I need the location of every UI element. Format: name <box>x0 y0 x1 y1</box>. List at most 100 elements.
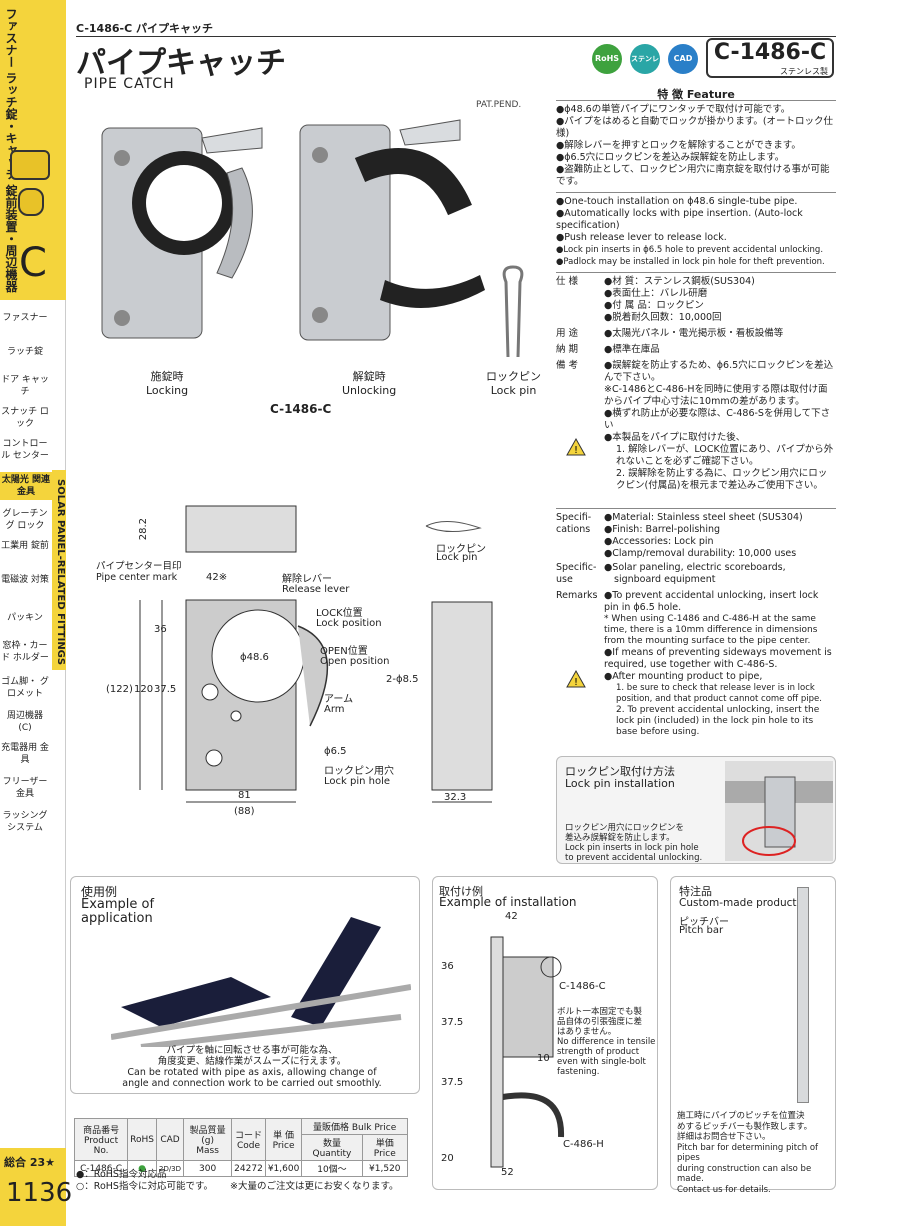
install-note-1: ボルト一本固定でも製 <box>557 1007 643 1017</box>
example-title-jp: 使用例 <box>81 885 118 899</box>
cell-qty: 10個～ <box>301 1160 363 1177</box>
locking-jp: 施錠時 <box>150 370 184 383</box>
install-drawing <box>463 917 593 1187</box>
sidebar-item-control-center[interactable]: コントロール センター <box>1 439 49 461</box>
warning-icon-en: ! <box>566 669 586 691</box>
phi65: ϕ6.5 <box>324 746 347 757</box>
remarks-en-1: ●To prevent accidental unlocking, insert… <box>604 590 819 613</box>
cell-bulk: ¥1,520 <box>361 1160 409 1177</box>
example-box: 使用例 Example of application パイプを軸に回転させる事が… <box>70 876 420 1094</box>
table-note-2: ○：RoHS指令に対応可能です。 <box>76 1181 213 1192</box>
pin-install-text-4: to prevent accidental unlocking. <box>565 853 703 863</box>
sidebar-item-industrial-lock[interactable]: 工業用 錠前 <box>1 541 49 551</box>
custom-title-en: Custom-made product <box>679 897 797 909</box>
lock-pos-en: Lock position <box>316 618 382 629</box>
spec-en-2: ●Finish: Barrel-polishing <box>604 524 721 535</box>
sidebar-item-fastener[interactable]: ファスナー <box>2 313 48 323</box>
pitch-bar-illustration <box>797 887 809 1103</box>
sidebar-item-grating-lock[interactable]: グレーチング ロック <box>2 509 48 531</box>
sidebar-item-charger[interactable]: 充電器用 金具 <box>1 743 49 765</box>
th-product-jp: 商品番号 <box>83 1126 120 1136</box>
table-note-1: ●：RoHS指令対応品 <box>76 1169 167 1180</box>
spec-en-list: ●Material: Stainless steel sheet (SUS304… <box>604 512 836 560</box>
release-en: Release lever <box>282 584 350 595</box>
th-qty: 数量 Quantity <box>301 1134 363 1161</box>
feature-en-1: ●One-touch installation on ϕ48.6 single-… <box>556 196 798 207</box>
sidebar-item-latch[interactable]: ラッチ錠 <box>6 347 43 357</box>
th-bulk-price: 単価 Price <box>361 1134 409 1161</box>
feature-jp-1: ●ϕ48.6の単管パイプにワンタッチで取付け可能です。 <box>556 104 791 115</box>
install-box: 取付け例 Example of installation 42 36 37.5 … <box>432 876 658 1190</box>
remarks-en-3: ●If means of preventing sideways movemen… <box>604 647 832 670</box>
remarks-jp-2: ※C-1486とC-486-Hを同時に使用する際は取付け面からパイプ中心寸法に1… <box>604 384 828 407</box>
sidebar-item-rubber-foot[interactable]: ゴム脚・ グロメット <box>1 677 49 699</box>
sidebar-item-window-frame[interactable]: 窓枠・カード ホルダー <box>1 641 49 663</box>
unlocking-caption: 解錠時 Unlocking <box>342 368 396 397</box>
example-text-4: angle and connection work to be carried … <box>122 1078 382 1089</box>
sidebar-item-freezer[interactable]: フリーザー 金具 <box>2 777 48 799</box>
sidebar-item-lashing[interactable]: ラッシング システム <box>2 811 48 833</box>
sidebar-item-door-catch[interactable]: ドア キャッチ <box>1 375 49 397</box>
th-price-en: Price <box>272 1141 295 1151</box>
sidebar-item-solar[interactable]: 太陽光 関連金具 <box>0 472 52 500</box>
sidebar: ファスナー ラッチ錠・キャッチ 錠前装置・周辺機器 C ファスナー ラッチ錠 ド… <box>0 0 72 1226</box>
stainless-badge: ステンレス <box>630 44 660 93</box>
bolt-icon <box>18 188 44 216</box>
page-title: パイプキャッチ <box>76 46 286 81</box>
custom-text-5: during construction can also be made. <box>677 1163 812 1185</box>
cell-mass: 300 <box>183 1160 233 1177</box>
pin-en: Lock pin <box>490 384 537 397</box>
remarks-jp-5: 1. 解除レバーが、LOCK位置にあり、パイプから外れないことを必ずご確認下さい… <box>616 444 834 467</box>
pin-install-photo <box>725 761 833 861</box>
dim-phi85: 2-ϕ8.5 <box>386 674 419 685</box>
th-code-jp: コード <box>234 1131 262 1141</box>
th-mass-en: Mass <box>196 1146 219 1156</box>
install-dim-52: 52 <box>501 1167 514 1178</box>
spec-jp-4: ●脱着耐久回数：10,000回 <box>604 312 722 323</box>
pin-jp: ロックピン <box>486 370 541 383</box>
sidebar-letter: C <box>19 240 47 286</box>
use-en-1: ●Solar paneling, electric scoreboards, <box>604 562 786 573</box>
spec-jp-1: ●材 質：ステンレス鋼板(SUS304) <box>604 276 755 287</box>
table-note-3: ※大量のご注文は更にお安くなります。 <box>230 1181 399 1192</box>
rohs-badge: RoHS <box>592 44 622 74</box>
locking-caption: 施錠時 Locking <box>146 368 188 397</box>
install-note: ボルト一本固定でも製 品自体の引張強度に差 はありません。 No differe… <box>557 1007 657 1077</box>
custom-sub-en: Pitch bar <box>679 925 724 936</box>
open-pos-en: Open position <box>320 656 390 667</box>
dim-28: 28.2 <box>138 518 149 541</box>
sidebar-item-snatch-lock[interactable]: スナッチ ロック <box>1 407 49 429</box>
feature-en-3: ●Push release lever to release lock. <box>556 232 727 243</box>
dim-42: 42※ <box>206 572 228 583</box>
lock-pos-jp: LOCK位置 <box>316 608 363 619</box>
locking-en: Locking <box>146 384 189 397</box>
remarks-en-6: 2. To prevent accidental unlocking, inse… <box>616 705 820 737</box>
install-note-5: strength of product <box>557 1047 640 1057</box>
spec-en-4: ●Clamp/removal durability: 10,000 uses <box>604 548 797 559</box>
warning-icon: ! <box>566 437 586 459</box>
sidebar-item-peripheral[interactable]: 周辺機器 (C) <box>6 711 43 733</box>
install-note-6: even with single-bolt <box>557 1057 646 1067</box>
pin-install-text-1: ロックピン用穴にロックピンを <box>565 823 685 833</box>
dim-36: 36 <box>154 624 167 635</box>
install-dim-42: 42 <box>505 911 518 922</box>
use-en-2: signboard equipment <box>614 574 716 585</box>
unlocking-jp: 解錠時 <box>352 370 386 383</box>
model-material: ステンレス製 <box>780 67 828 76</box>
dim-120: 120 <box>134 684 154 695</box>
th-price-jp: 単 価 <box>273 1131 294 1141</box>
page-number: 1136 <box>6 1178 73 1208</box>
sidebar-item-packing[interactable]: パッキン <box>7 613 43 623</box>
pin-caption: ロックピン Lock pin <box>486 368 541 397</box>
sidebar-item-emi[interactable]: 電磁波 対策 <box>1 575 49 585</box>
pin-install-title-en: Lock pin installation <box>565 777 675 790</box>
photo-model-caption: C-1486-C <box>270 402 332 416</box>
pin-install-box: ロックピン取付け方法 Lock pin installation ロックピン用穴… <box>556 756 836 864</box>
remarks-jp-label: 備 考 <box>556 360 579 371</box>
spec-en-3: ●Accessories: Lock pin <box>604 536 714 547</box>
remarks-en-2: * When using C-1486 and C-486-H at the s… <box>604 614 818 646</box>
spec-jp-label: 仕 様 <box>556 276 579 287</box>
feature-en-2: ●Automatically locks with pipe insertion… <box>556 208 803 231</box>
